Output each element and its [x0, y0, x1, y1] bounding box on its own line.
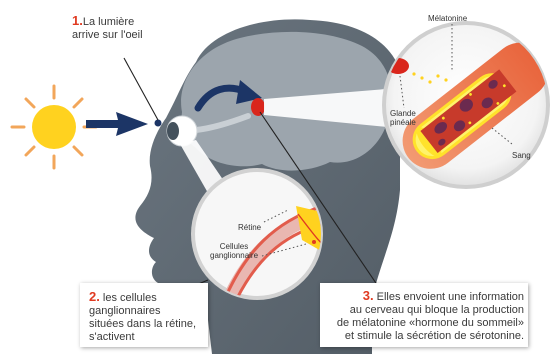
- step1-callout: 1.La lumière arrive sur l'oeil: [72, 14, 172, 42]
- step3-box: [320, 283, 528, 347]
- eye-pointer-dot: [154, 119, 162, 127]
- step3-callout: 3. Elles envoient une information au cer…: [326, 289, 524, 343]
- pointer-step1: [123, 57, 159, 121]
- magnifier-blood-vessel: [382, 21, 550, 189]
- step1-number: 1.: [72, 13, 83, 28]
- leader-glande: [399, 75, 405, 109]
- zoom-beam-right: [264, 88, 398, 128]
- label-cellules-line1: Cellules: [219, 242, 249, 251]
- optic-nerve: [193, 113, 251, 133]
- label-glande-pineale: Glande pinéale: [390, 109, 416, 127]
- leader-sang: [491, 127, 513, 145]
- step2-line1: les cellules: [102, 292, 157, 304]
- label-melatonine: Mélatonine: [428, 14, 468, 23]
- leader-retine: [263, 209, 289, 223]
- step2-callout: 2. les cellules ganglionnaires situées d…: [89, 290, 207, 344]
- label-cellules-ganglionnaire: Cellules ganglionnaire: [210, 242, 258, 260]
- step1-line2: arrive sur l'oeil: [72, 29, 143, 41]
- step3-line2: au cerveau qui bloque la production: [349, 304, 524, 316]
- eye: [166, 115, 198, 147]
- step1-line1: La lumière: [82, 16, 135, 28]
- step2-line4: s'activent: [89, 331, 135, 343]
- pineal-gland: [251, 98, 265, 116]
- label-retine: Rétine: [238, 223, 262, 232]
- sun-icon: [10, 84, 98, 170]
- step3-line4: et stimule la sécrétion de sérotonine.: [344, 330, 524, 342]
- label-cellules-line2: ganglionnaire: [210, 251, 259, 260]
- step2-box: [80, 283, 208, 347]
- pointer-step3: [259, 111, 383, 293]
- step2-line2: ganglionnaires: [89, 305, 161, 317]
- label-glande-line1: Glande: [390, 109, 416, 118]
- step3-line1: Elles envoient une information: [376, 291, 524, 303]
- step3-number: 3.: [362, 288, 374, 303]
- step3-line3: de mélatonine «hormone du sommeil»: [336, 317, 524, 329]
- step2-number: 2.: [89, 289, 100, 304]
- step2-line3: situées dans la rétine,: [89, 318, 197, 330]
- label-glande-line2: pinéale: [390, 118, 416, 127]
- magnifier-retina: [191, 168, 323, 300]
- label-sang: Sang: [512, 151, 531, 160]
- curved-arrow-icon: [194, 80, 262, 112]
- light-arrow-icon: [86, 112, 148, 136]
